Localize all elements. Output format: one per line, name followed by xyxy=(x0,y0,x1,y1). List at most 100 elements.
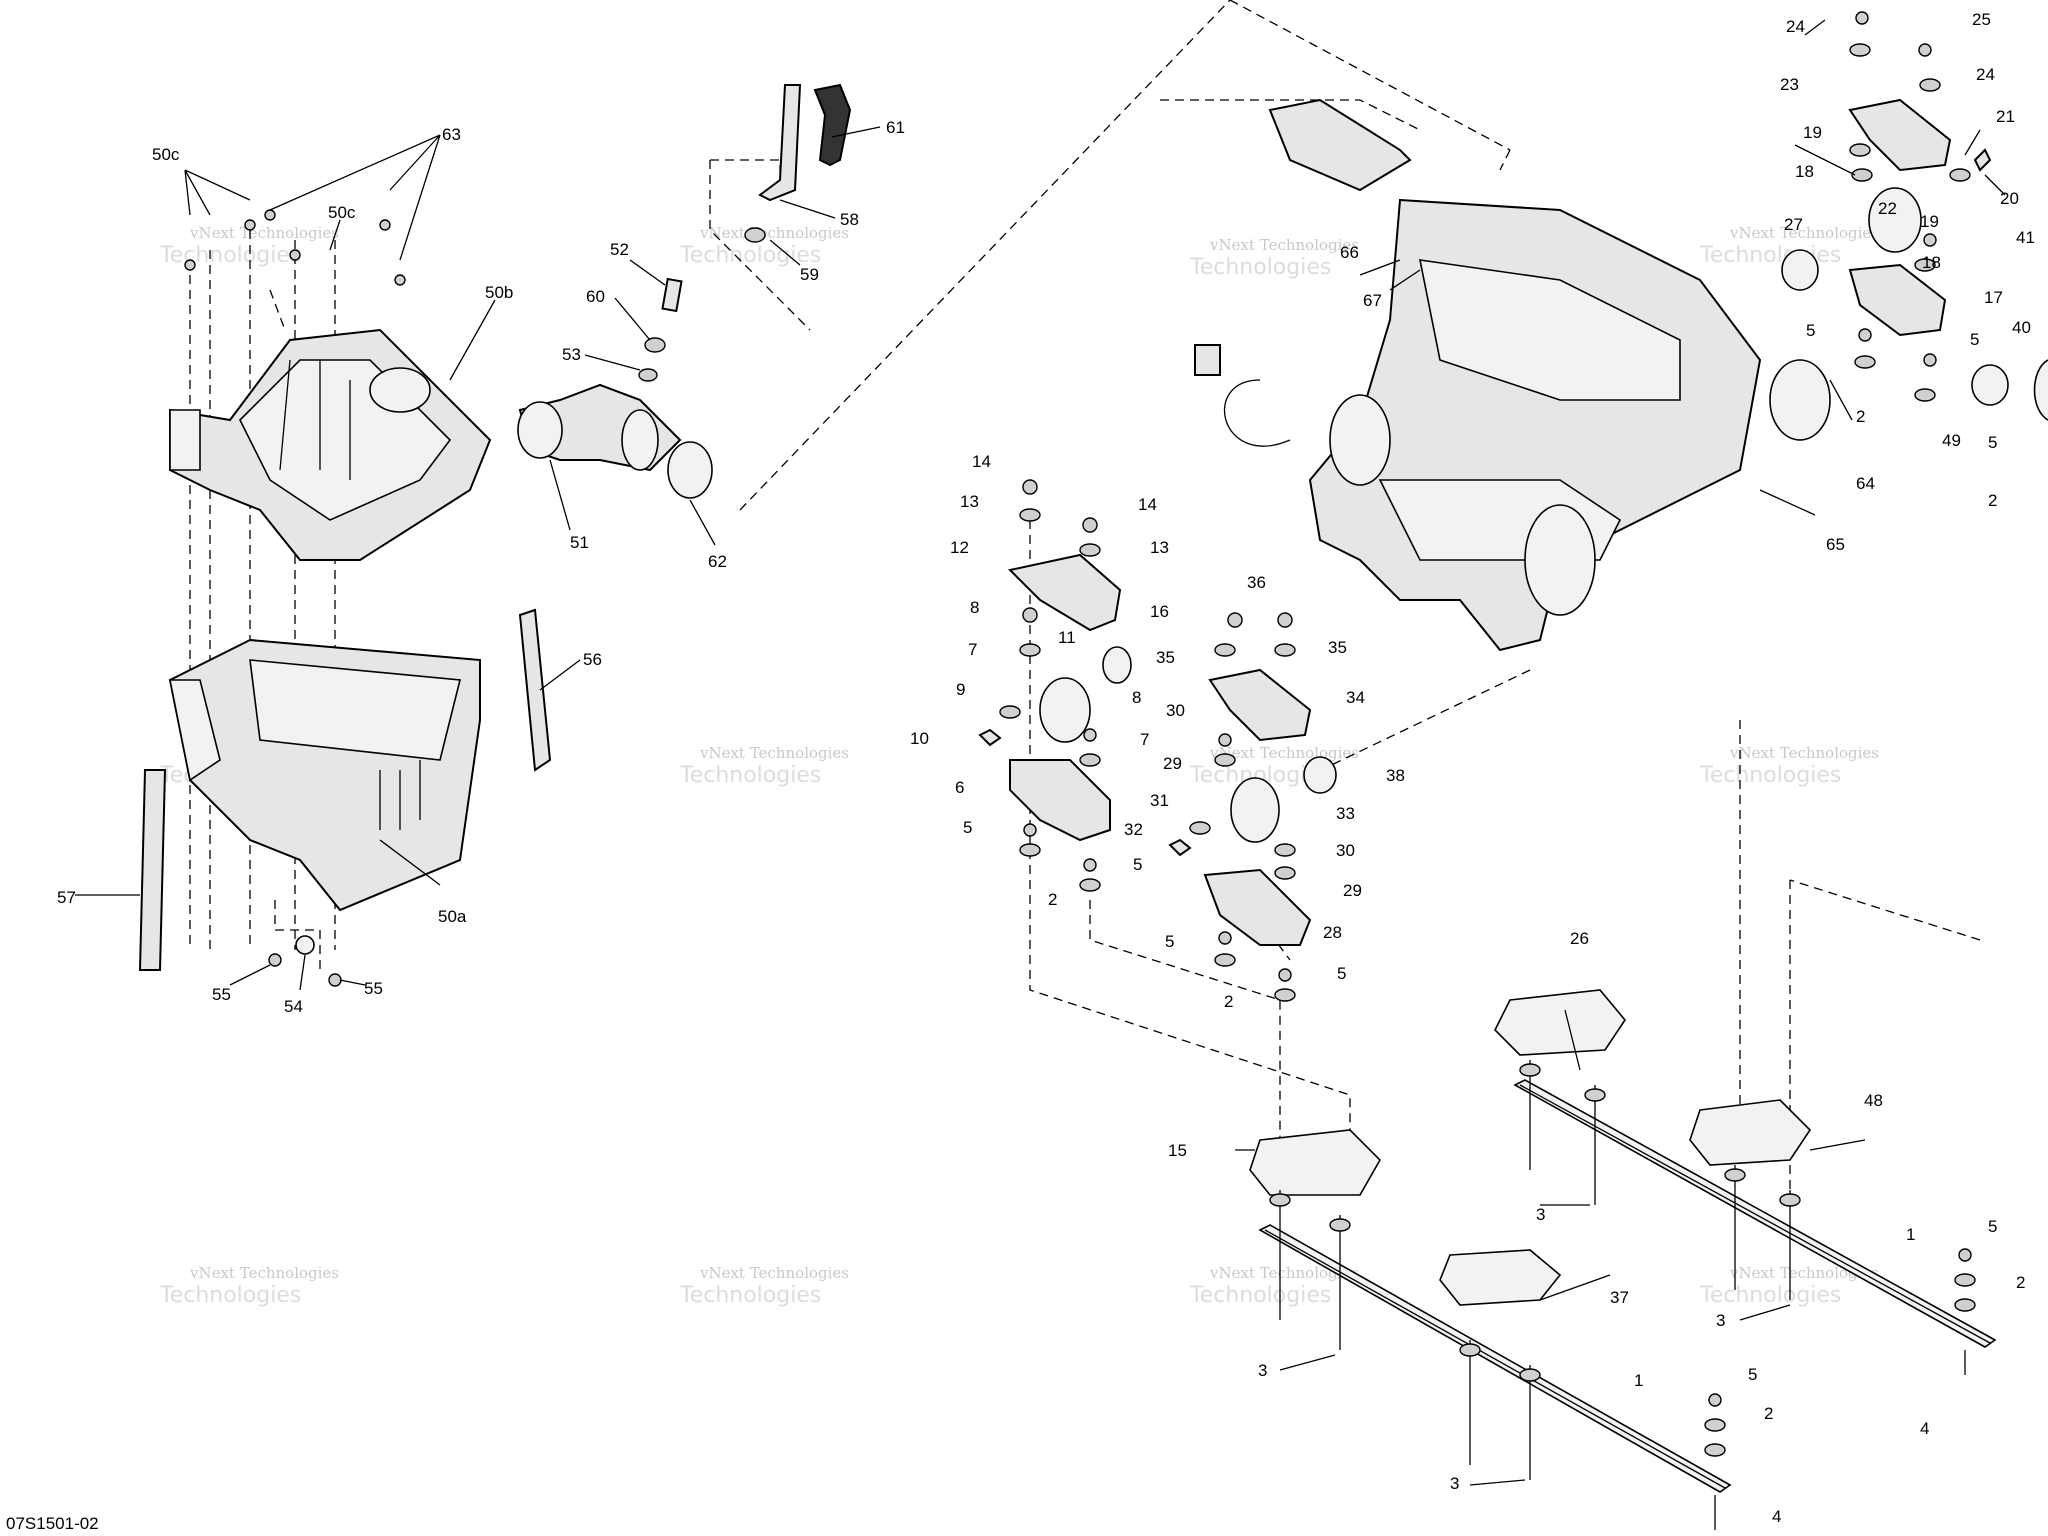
callout-5: 5 xyxy=(1133,855,1142,874)
watermark: Technologies xyxy=(159,243,301,268)
callout-7: 7 xyxy=(1140,730,1149,749)
callout-15: 15 xyxy=(1168,1141,1187,1160)
callout-61: 61 xyxy=(886,118,905,137)
callout-5: 5 xyxy=(1988,1217,1997,1236)
watermark: Technologies xyxy=(679,763,821,788)
small-parts-52-53-59-60 xyxy=(638,227,766,382)
callout-25: 25 xyxy=(1972,10,1991,29)
callout-53: 53 xyxy=(562,345,581,364)
callout-54: 54 xyxy=(284,997,303,1016)
watermark: vNext Technologies xyxy=(1729,224,1879,242)
callout-59: 59 xyxy=(800,265,819,284)
callout-41: 41 xyxy=(2016,228,2035,247)
callout-13: 13 xyxy=(1150,538,1169,557)
watermark: Technologies xyxy=(1699,1283,1841,1308)
callout-14: 14 xyxy=(1138,495,1157,514)
watermark: vNext Technologies xyxy=(1729,1264,1879,1282)
callout-12: 12 xyxy=(950,538,969,557)
watermark: vNext Technologies xyxy=(699,1264,849,1282)
clamp-62 xyxy=(667,441,713,499)
callout-32: 32 xyxy=(1124,820,1143,839)
callout-8: 8 xyxy=(1132,688,1141,707)
callout-8: 8 xyxy=(970,598,979,617)
callout-23: 23 xyxy=(1780,75,1799,94)
callout-19: 19 xyxy=(1803,123,1822,142)
callout-2: 2 xyxy=(1224,992,1233,1011)
callout-50c: 50c xyxy=(152,145,180,164)
callout-40: 40 xyxy=(2012,318,2031,337)
airbox-cover-50b xyxy=(169,328,492,561)
callout-50c: 50c xyxy=(328,203,356,222)
callout-17: 17 xyxy=(1984,288,2003,307)
callout-3: 3 xyxy=(1536,1205,1545,1224)
callout-35: 35 xyxy=(1156,648,1175,667)
callout-50b: 50b xyxy=(485,283,513,302)
callout-2: 2 xyxy=(1764,1404,1773,1423)
callout-3: 3 xyxy=(1716,1311,1725,1330)
callout-31: 31 xyxy=(1150,791,1169,810)
watermark: vNext Technologies xyxy=(1209,236,1359,254)
callout-1: 1 xyxy=(1634,1371,1643,1390)
callout-27: 27 xyxy=(1784,215,1803,234)
callout-63: 63 xyxy=(442,125,461,144)
watermark: vNext Technologies xyxy=(189,224,339,242)
callout-49: 49 xyxy=(1942,431,1961,450)
engine-mount-middle xyxy=(1168,612,1337,1002)
callout-60: 60 xyxy=(586,287,605,306)
callout-48: 48 xyxy=(1864,1091,1883,1110)
callout-2: 2 xyxy=(1048,890,1057,909)
callout-5: 5 xyxy=(1337,964,1346,983)
callout-labels: 50c 63 50c 50b 61 58 59 52 60 53 51 62 5… xyxy=(57,10,2035,1526)
callout-36: 36 xyxy=(1247,573,1266,592)
callout-33: 33 xyxy=(1336,804,1355,823)
callout-66: 66 xyxy=(1340,243,1359,262)
callout-7: 7 xyxy=(968,640,977,659)
callout-21: 21 xyxy=(1996,107,2015,126)
airbox-base-50a xyxy=(168,638,481,912)
callout-1: 1 xyxy=(1906,1225,1915,1244)
callout-56: 56 xyxy=(583,650,602,669)
callout-26: 26 xyxy=(1570,929,1589,948)
watermark: vNext Technologies xyxy=(1209,1264,1359,1282)
callout-5: 5 xyxy=(963,818,972,837)
callout-4: 4 xyxy=(1772,1507,1781,1526)
mounting-rails xyxy=(1258,1079,1997,1493)
callout-3: 3 xyxy=(1258,1361,1267,1380)
callout-9: 9 xyxy=(956,680,965,699)
strap-57 xyxy=(138,769,167,971)
callout-65: 65 xyxy=(1826,535,1845,554)
callout-38: 38 xyxy=(1386,766,1405,785)
callout-67: 67 xyxy=(1363,291,1382,310)
callout-34: 34 xyxy=(1346,688,1365,707)
fasteners-airbox xyxy=(184,209,406,987)
watermark: Technologies xyxy=(1699,243,1841,268)
callout-64: 64 xyxy=(1856,474,1875,493)
watermark: vNext Technologies xyxy=(189,1264,339,1282)
callout-29: 29 xyxy=(1343,881,1362,900)
callout-13: 13 xyxy=(960,492,979,511)
callout-18: 18 xyxy=(1922,253,1941,272)
callout-52: 52 xyxy=(610,240,629,259)
callout-51: 51 xyxy=(570,533,589,552)
watermark: Technologies xyxy=(159,1283,301,1308)
watermark: Technologies xyxy=(1189,255,1331,280)
callout-30: 30 xyxy=(1336,841,1355,860)
callout-30: 30 xyxy=(1166,701,1185,720)
callout-24: 24 xyxy=(1976,65,1995,84)
watermark: Technologies xyxy=(1189,1283,1331,1308)
document-id: 07S1501-02 xyxy=(6,1514,99,1533)
callout-24: 24 xyxy=(1786,17,1805,36)
hose-61 xyxy=(813,83,852,167)
callout-28: 28 xyxy=(1323,923,1342,942)
callout-11: 11 xyxy=(1058,628,1076,647)
callout-5: 5 xyxy=(1165,932,1174,951)
callout-5: 5 xyxy=(1748,1365,1757,1384)
callout-3: 3 xyxy=(1450,1474,1459,1493)
callout-55: 55 xyxy=(212,985,231,1004)
mounting-bolts xyxy=(1269,1060,1976,1530)
callout-37: 37 xyxy=(1610,1288,1629,1307)
callout-14: 14 xyxy=(972,452,991,471)
callout-50a: 50a xyxy=(438,907,467,926)
callout-2: 2 xyxy=(1856,407,1865,426)
intake-boot-51 xyxy=(517,383,682,472)
